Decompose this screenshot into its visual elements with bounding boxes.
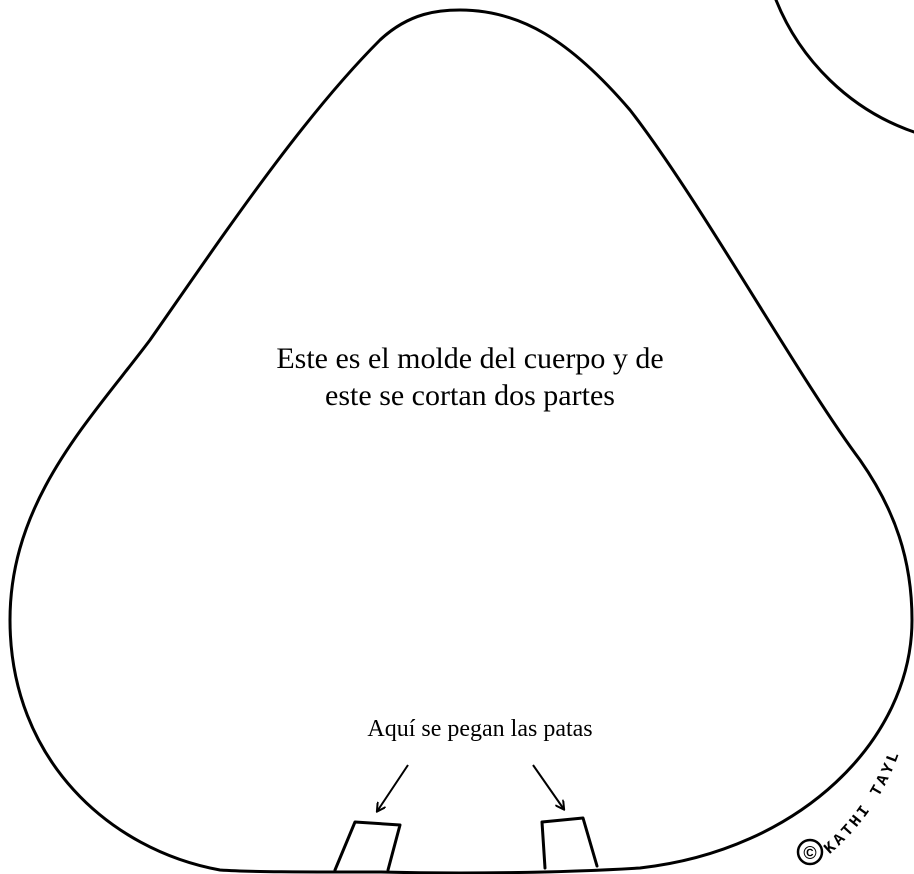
copyright-mark: © — [796, 838, 824, 866]
body-pattern-outline — [8, 8, 914, 874]
right-leg-tab — [540, 816, 599, 870]
copyright-symbol: © — [803, 843, 816, 863]
legs-attachment-label: Aquí se pegan las patas — [367, 716, 593, 742]
left-leg-tab — [333, 820, 402, 872]
left-leg-arrow — [378, 764, 409, 810]
instruction-line-1: Este es el molde del cuerpo y de — [276, 342, 664, 375]
instruction-line-2: este se cortan dos partes — [325, 379, 615, 412]
head-pattern-partial-outline — [774, 0, 914, 134]
body-pattern-instructions: Este es el molde del cuerpo y de este se… — [210, 340, 730, 414]
right-leg-arrow — [532, 764, 563, 808]
copyright-signature: KATHI TAYL — [821, 747, 905, 858]
